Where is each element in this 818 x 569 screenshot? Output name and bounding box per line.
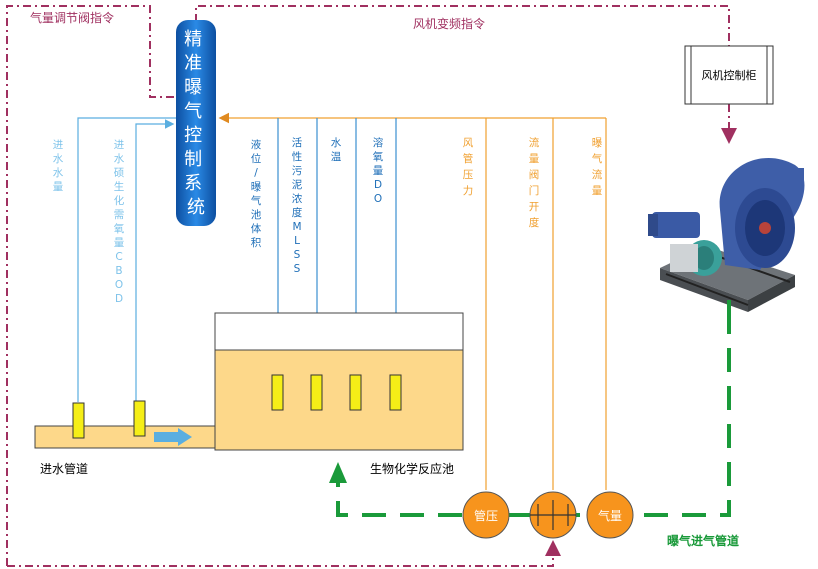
fan-cabinet-label: 风机控制柜 bbox=[702, 68, 757, 82]
sensor-level bbox=[271, 374, 284, 411]
inlet-pipe bbox=[34, 425, 216, 449]
aeration-pipe-label: 曝气进气管道 bbox=[667, 533, 739, 548]
pressure-meter: 管压 bbox=[462, 491, 510, 539]
air-arrow-icon bbox=[329, 462, 347, 483]
sensor-temp bbox=[349, 374, 362, 411]
reactor-tank bbox=[214, 312, 464, 451]
label-inlet-flow: 进水水量 bbox=[53, 139, 64, 193]
orange-feedback-lines bbox=[218, 112, 607, 490]
control-system-label: 精 准 曝 气 控 制 系 统 bbox=[184, 29, 208, 218]
blower-icon bbox=[648, 157, 805, 312]
valve-command-line bbox=[6, 5, 561, 567]
sensor-do bbox=[389, 374, 402, 411]
fan-cabinet: 风机控制柜 bbox=[684, 45, 774, 105]
sensor-bod bbox=[133, 400, 146, 437]
control-system: 精 准 曝 气 控 制 系 统 bbox=[176, 20, 216, 226]
air-flow-meter-label: 气量 bbox=[598, 508, 622, 523]
fan-command-label: 风机变频指令 bbox=[413, 16, 485, 31]
inlet-signal-lines bbox=[77, 117, 176, 402]
air-flow-meter: 气量 bbox=[586, 491, 634, 539]
flow-valve bbox=[529, 491, 577, 539]
inlet-pipe-label: 进水管道 bbox=[40, 461, 88, 476]
sensor-inlet-flow bbox=[72, 402, 85, 439]
label-water-temp: 水温 bbox=[331, 137, 342, 163]
label-valve-opening: 流量阀门开度 bbox=[529, 136, 540, 229]
reactor-label: 生物化学反应池 bbox=[370, 461, 454, 476]
label-pipe-pressure: 风管压力 bbox=[463, 137, 474, 197]
fan-command-line bbox=[195, 5, 737, 144]
pressure-meter-label: 管压 bbox=[474, 508, 498, 523]
valve-command-label: 气量调节阀指令 bbox=[30, 10, 114, 25]
flow-arrow-icon bbox=[154, 428, 192, 446]
label-level: 液位/曝气池体积 bbox=[251, 138, 262, 249]
label-aeration-flow: 曝气流量 bbox=[592, 137, 603, 197]
sensor-mlss bbox=[310, 374, 323, 411]
sensors bbox=[72, 374, 402, 439]
